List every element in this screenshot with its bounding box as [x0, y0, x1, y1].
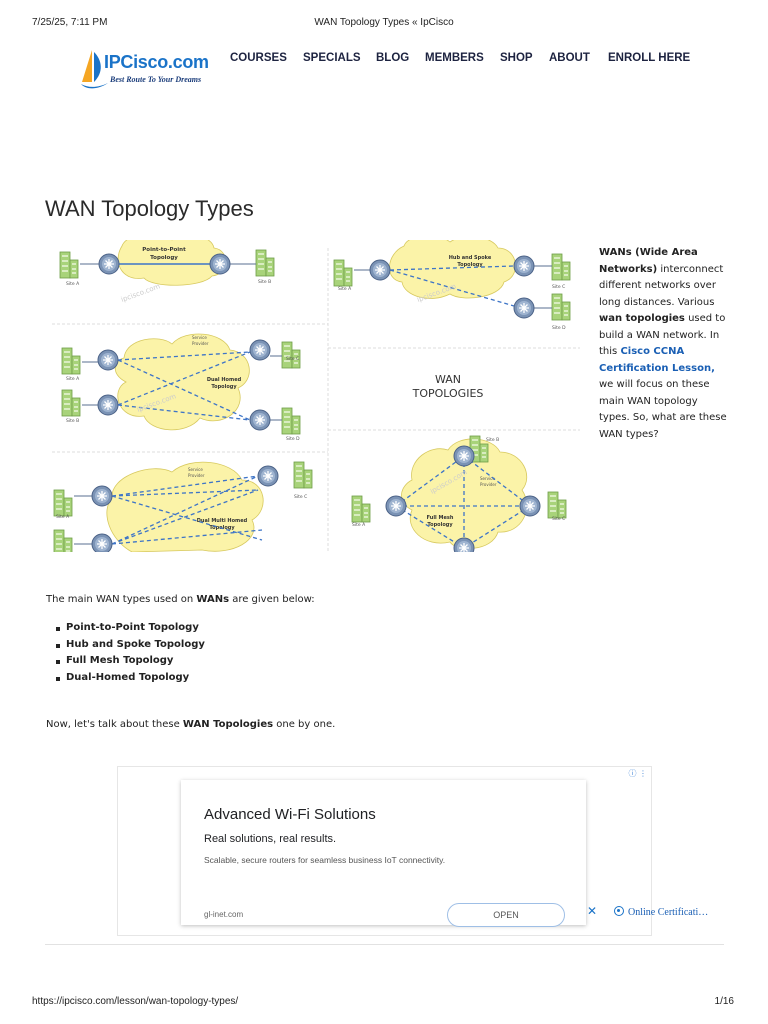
- print-datetime: 7/25/25, 7:11 PM: [32, 17, 108, 28]
- topology-list: Point-to-Point Topology Hub and Spoke To…: [56, 620, 205, 687]
- ad-info-icon[interactable]: ⓘ ⋮: [628, 769, 647, 778]
- hub-and-spoke-panel: Hub and Spoke Topology Site A Site C Sit…: [333, 240, 571, 331]
- arrow-circle-icon: [614, 906, 624, 916]
- wan-topologies-diagram: Point-to-Point Topology Site A Site B ip…: [52, 240, 580, 552]
- nav-blog[interactable]: BLOG: [376, 52, 410, 64]
- nav-specials[interactable]: SPECIALS: [303, 52, 361, 64]
- logo-tagline: Best Route To Your Dreams: [110, 75, 202, 84]
- close-icon[interactable]: ✕: [587, 904, 598, 918]
- print-url: https://ipcisco.com/lesson/wan-topology-…: [32, 996, 239, 1007]
- full-mesh-panel: Service Provider Full Mesh Topology Site…: [351, 435, 567, 552]
- svg-text:Site A: Site A: [338, 286, 352, 292]
- logo-brand: IPCisco.com: [104, 52, 209, 72]
- intro-text-2: used to build a WAN network. In this: [599, 313, 726, 357]
- svg-text:Topology: Topology: [457, 262, 483, 268]
- svg-text:Service: Service: [192, 335, 207, 340]
- ad-frame: ⓘ ⋮ Advanced Wi-Fi Solutions Real soluti…: [117, 766, 708, 936]
- svg-text:Topology: Topology: [427, 522, 453, 528]
- svg-text:Site D: Site D: [286, 436, 300, 442]
- list-item: Point-to-Point Topology: [56, 620, 205, 637]
- now-text-end: one by one.: [273, 719, 336, 730]
- nav-members[interactable]: MEMBERS: [425, 52, 484, 64]
- svg-text:Dual Multi Homed: Dual Multi Homed: [197, 518, 248, 524]
- svg-text:Site A: Site A: [66, 376, 80, 382]
- now-bold: WAN Topologies: [182, 719, 274, 730]
- svg-text:Site A: Site A: [352, 522, 366, 528]
- print-header: 7/25/25, 7:11 PM WAN Topology Types « Ip…: [32, 17, 736, 31]
- list-item: Hub and Spoke Topology: [56, 637, 205, 654]
- ccna-lesson-link[interactable]: Cisco CCNA Certification Lesson,: [599, 346, 715, 374]
- one-by-one-text: Now, let's talk about these WAN Topologi…: [46, 719, 335, 730]
- svg-text:Topology: Topology: [150, 255, 178, 261]
- svg-text:Site C: Site C: [552, 516, 565, 522]
- nav-about[interactable]: ABOUT: [549, 52, 590, 64]
- nav-enroll-here[interactable]: ENROLL HERE: [608, 52, 691, 64]
- ad-side-link-label: Online Certificati…: [628, 907, 709, 918]
- main-types-intro: The main WAN types used on WANs are give…: [46, 594, 315, 605]
- svg-text:Site B: Site B: [66, 418, 79, 424]
- print-footer: https://ipcisco.com/lesson/wan-topology-…: [32, 996, 736, 1010]
- svg-text:Service: Service: [480, 476, 495, 481]
- svg-text:Provider: Provider: [188, 473, 205, 478]
- print-page-count: 1/16: [714, 996, 734, 1007]
- intro-text-1: interconnect different networks over lon…: [599, 263, 724, 308]
- svg-text:Full Mesh: Full Mesh: [427, 515, 454, 521]
- ad-description: Scalable, secure routers for seamless bu…: [204, 855, 446, 865]
- ad-card[interactable]: Advanced Wi-Fi Solutions Real solutions,…: [181, 780, 586, 927]
- ad-open-button[interactable]: OPEN: [447, 903, 565, 927]
- svg-text:Point-to-Point: Point-to-Point: [142, 247, 186, 253]
- site-logo[interactable]: IPCisco.com Best Route To Your Dreams: [80, 48, 210, 90]
- svg-text:Site B: Site B: [258, 279, 271, 285]
- print-page-title: WAN Topology Types « IpCisco: [314, 17, 454, 28]
- main-types-text-end: are given below:: [229, 594, 315, 605]
- ad-subtitle: Real solutions, real results.: [204, 833, 337, 845]
- diagram-label-topologies: TOPOLOGIES: [412, 387, 484, 400]
- svg-text:Hub and Spoke: Hub and Spoke: [449, 255, 492, 261]
- dual-multi-homed-panel: Service Provider Dual Multi Homed Topolo…: [53, 461, 313, 552]
- svg-text:Topology: Topology: [211, 384, 237, 390]
- svg-text:ipcisco.com: ipcisco.com: [120, 282, 161, 304]
- nav-shop[interactable]: SHOP: [500, 52, 533, 64]
- svg-text:Site D: Site D: [552, 325, 566, 331]
- diagram-label-wan: WAN: [435, 373, 461, 386]
- nav-courses[interactable]: COURSES: [230, 52, 287, 64]
- intro-bold-wans: WANs (Wide Area Networks): [599, 247, 698, 275]
- intro-paragraph: WANs (Wide Area Networks) interconnect d…: [599, 245, 729, 443]
- svg-text:Dual Homed: Dual Homed: [207, 377, 242, 383]
- svg-text:Site A: Site A: [66, 281, 80, 287]
- dual-homed-panel: Service Provider Dual Homed Topology Sit…: [61, 333, 301, 442]
- page-title: WAN Topology Types: [45, 196, 254, 221]
- ad-title[interactable]: Advanced Wi-Fi Solutions: [204, 806, 376, 823]
- list-item: Full Mesh Topology: [56, 653, 205, 670]
- list-item: Dual-Homed Topology: [56, 670, 205, 687]
- main-types-text: The main WAN types used on: [46, 594, 197, 605]
- intro-bold-wan-topologies: wan topologies: [599, 313, 685, 324]
- svg-text:Provider: Provider: [192, 341, 209, 346]
- section-divider: [45, 944, 724, 945]
- svg-text:Site C: Site C: [286, 356, 299, 362]
- ad-side-link[interactable]: Online Certificati…: [614, 906, 708, 918]
- ad-domain: gl-inet.com: [204, 910, 244, 919]
- intro-text-3: we will focus on these main WAN topology…: [599, 379, 727, 440]
- sail-logo-icon: [81, 50, 108, 89]
- now-text: Now, let's talk about these: [46, 719, 183, 730]
- svg-text:Provider: Provider: [480, 482, 497, 487]
- point-to-point-panel: Point-to-Point Topology Site A Site B ip…: [59, 240, 275, 304]
- main-types-bold: WANs: [196, 594, 230, 605]
- svg-text:Site C: Site C: [552, 284, 565, 290]
- svg-text:Service: Service: [188, 467, 203, 472]
- svg-text:Site A: Site A: [56, 514, 70, 520]
- svg-text:Site C: Site C: [294, 494, 307, 500]
- svg-text:Site B: Site B: [486, 437, 499, 443]
